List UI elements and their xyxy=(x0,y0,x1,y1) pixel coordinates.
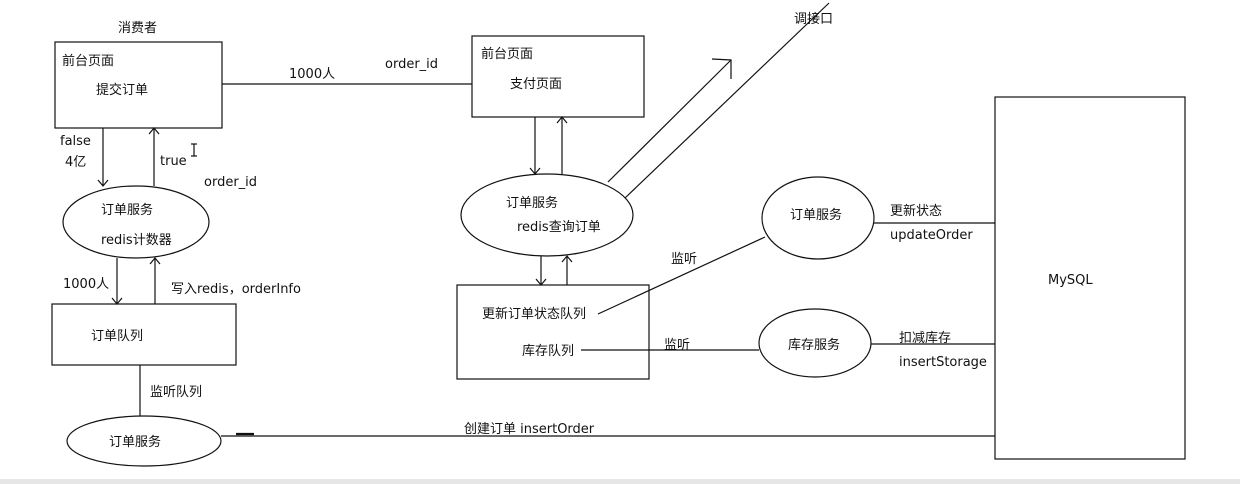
order-service-3-name: 订单服务 xyxy=(506,195,558,211)
order-service-2-label: 订单服务 xyxy=(109,434,161,450)
create-order-label: 创建订单 insertOrder xyxy=(464,422,595,437)
pay-page-title: 前台页面 xyxy=(481,46,533,62)
storage-service-label: 库存服务 xyxy=(788,337,840,353)
order-id-mid: order_id xyxy=(204,175,257,190)
order-service-1-sub: redis计数器 xyxy=(101,233,172,248)
order-id-top: order_id xyxy=(385,57,438,72)
users-1000-left: 1000人 xyxy=(63,277,109,292)
write-redis-label: 写入redis，orderInfo xyxy=(171,282,301,297)
order-service-1-name: 订单服务 xyxy=(101,202,153,218)
update-status-queue-label: 更新订单状态队列 xyxy=(482,306,586,322)
update-status-label: 更新状态 xyxy=(890,203,942,219)
four-yi-label: 4亿 xyxy=(65,155,86,170)
bottom-strip xyxy=(0,479,1240,484)
front-page-title: 前台页面 xyxy=(62,53,114,69)
insert-storage-label: insertStorage xyxy=(899,355,987,370)
order-service-consumer xyxy=(66,415,222,467)
users-1000-top: 1000人 xyxy=(289,67,335,82)
listen-label-1: 监听 xyxy=(671,252,697,267)
callback-line-1 xyxy=(607,59,732,183)
true-label: true xyxy=(160,154,187,169)
consumer-label: 消费者 xyxy=(118,21,157,36)
front-page-box xyxy=(54,41,223,129)
order-queue-label: 订单队列 xyxy=(91,329,143,344)
connectors xyxy=(97,2,995,437)
order-service-3-sub: redis查询订单 xyxy=(517,220,601,235)
update-order-label: updateOrder xyxy=(890,228,973,243)
deduct-storage-label: 扣减库存 xyxy=(899,330,951,346)
order-service-redis-query xyxy=(460,173,634,257)
mysql-box xyxy=(994,96,1186,460)
order-queue-box xyxy=(51,303,237,366)
listen-queue-label: 监听队列 xyxy=(150,385,202,400)
order-service-redis-counter xyxy=(62,185,210,259)
submit-order-label: 提交订单 xyxy=(96,82,148,98)
pay-page-sub: 支付页面 xyxy=(510,77,562,92)
order-service-update xyxy=(761,176,875,260)
order-service-4-label: 订单服务 xyxy=(790,207,842,223)
callback-label: 调接口 xyxy=(794,11,833,27)
false-label: false xyxy=(60,134,91,149)
callback-line-2 xyxy=(624,2,830,199)
message-queue-box xyxy=(456,284,650,380)
pay-page-box xyxy=(471,35,645,118)
listen-label-2: 监听 xyxy=(664,338,690,353)
update-listen-line xyxy=(597,236,766,315)
storage-service xyxy=(758,308,872,378)
mysql-label: MySQL xyxy=(1048,273,1093,288)
storage-queue-label: 库存队列 xyxy=(522,343,574,359)
